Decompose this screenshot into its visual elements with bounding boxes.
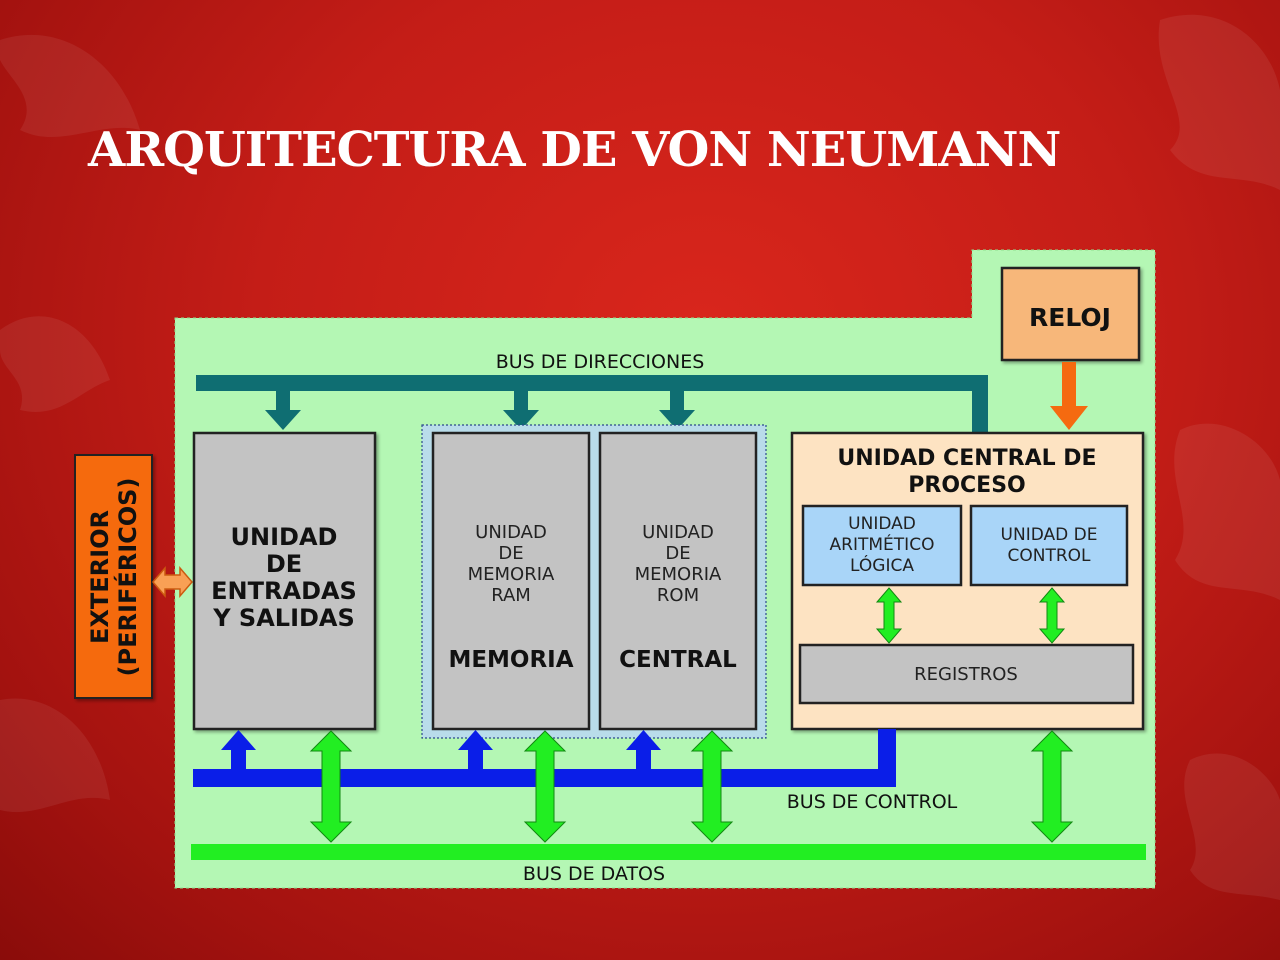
alu-box <box>801 504 963 587</box>
clock-box: RELOJ <box>1000 266 1141 362</box>
rom-unit-box: UNIDAD DE MEMORIA ROM CENTRAL <box>598 431 758 731</box>
alu-line-1: UNIDAD <box>848 514 916 534</box>
control-registers-arrow <box>1038 587 1066 644</box>
control-unit-box <box>969 504 1129 587</box>
rom-data-arrow <box>690 730 734 843</box>
io-unit-line-3: ENTRADAS <box>211 577 357 605</box>
rom-line-1: UNIDAD <box>642 522 714 543</box>
ram-line-1: UNIDAD <box>475 522 547 543</box>
memory-caption: MEMORIA <box>448 647 573 673</box>
ram-unit-box: UNIDAD DE MEMORIA RAM MEMORIA <box>431 431 591 731</box>
io-data-arrow <box>309 730 353 843</box>
rom-line-3: MEMORIA <box>635 564 722 585</box>
clock-arrow <box>1050 362 1088 430</box>
data-bus <box>191 844 1146 860</box>
rom-line-2: DE <box>665 543 690 564</box>
io-unit-line-4: Y SALIDAS <box>212 604 355 632</box>
control-unit-line-1: UNIDAD DE <box>1001 525 1098 545</box>
registers-label: REGISTROS <box>914 664 1018 685</box>
clock-label: RELOJ <box>1029 303 1111 332</box>
data-bus-label: BUS DE DATOS <box>523 863 665 885</box>
control-unit-line-2: CONTROL <box>1007 546 1091 566</box>
exterior-box: EXTERIOR (PERIFÉRICOS) <box>74 454 153 699</box>
central-caption: CENTRAL <box>619 647 737 673</box>
address-bus <box>196 375 988 435</box>
exterior-io-arrow <box>152 565 193 599</box>
registers-box <box>798 643 1135 705</box>
cpu-title-line-1: UNIDAD CENTRAL DE <box>837 446 1096 471</box>
exterior-label: EXTERIOR <box>86 510 114 644</box>
cpu-data-arrow <box>1030 730 1074 843</box>
cpu-title-line-2: PROCESO <box>908 473 1026 498</box>
ram-line-2: DE <box>498 543 523 564</box>
ram-line-4: RAM <box>491 585 531 606</box>
io-unit-line-2: DE <box>266 550 302 578</box>
io-unit-box: UNIDAD DE ENTRADAS Y SALIDAS <box>192 431 377 731</box>
slide-title: ARQUITECTURA DE VON NEUMANN <box>88 122 1061 178</box>
exterior-sub-label: (PERIFÉRICOS) <box>113 478 142 677</box>
rom-line-4: ROM <box>657 585 699 606</box>
ram-line-3: MEMORIA <box>468 564 555 585</box>
control-bus-label: BUS DE CONTROL <box>787 791 958 813</box>
ram-data-arrow <box>523 730 567 843</box>
alu-registers-arrow <box>875 587 903 644</box>
cpu-box: UNIDAD CENTRAL DE PROCESO UNIDAD ARITMÉT… <box>790 431 1145 731</box>
alu-line-2: ARITMÉTICO <box>830 533 935 555</box>
address-bus-label: BUS DE DIRECCIONES <box>496 351 705 373</box>
io-unit-line-1: UNIDAD <box>231 523 338 551</box>
alu-line-3: LÓGICA <box>850 554 914 576</box>
